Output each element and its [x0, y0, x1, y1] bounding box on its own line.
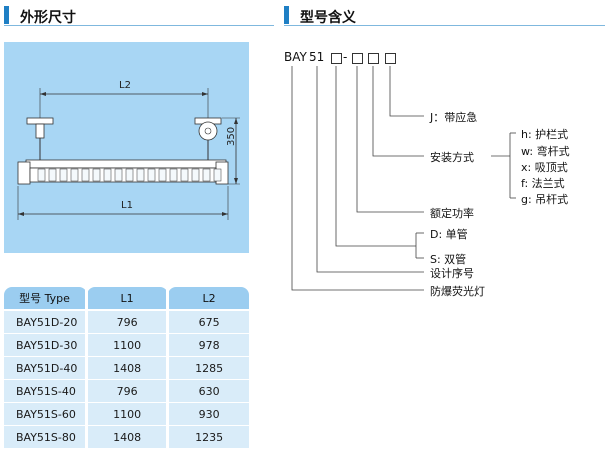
tube-rib — [70, 168, 79, 182]
header-accent-bar — [4, 6, 9, 24]
install-option: h: 护栏式 — [521, 128, 569, 141]
emergency-text: J：带应急 — [430, 111, 478, 124]
l2-label: L2 — [119, 80, 131, 91]
tube-rib — [37, 168, 46, 182]
dimensions-header: 外形尺寸 — [4, 4, 274, 26]
install-option: x: 吸顶式 — [521, 161, 568, 174]
cell-l2: 630 — [166, 379, 249, 403]
cell-l1: 796 — [84, 379, 168, 403]
l1-label: L1 — [121, 200, 133, 211]
model-dash: - — [343, 50, 348, 64]
dimensions-title: 外形尺寸 — [20, 10, 76, 26]
cell-l2: 1235 — [166, 425, 249, 449]
cell-model: BAY51S-40 — [4, 379, 87, 403]
cell-l2: 930 — [166, 402, 249, 426]
tube-rib — [202, 168, 211, 182]
cell-model: BAY51D-30 — [4, 333, 87, 357]
l2-arrow-right — [202, 92, 208, 96]
install-option: f: 法兰式 — [521, 177, 565, 190]
header-l1: L1 — [84, 287, 168, 309]
cell-l2: 1285 — [166, 356, 249, 380]
cell-model: BAY51S-80 — [4, 425, 87, 449]
power-text: 额定功率 — [430, 207, 474, 220]
tube-rib — [114, 168, 123, 182]
cell-l1: 1408 — [84, 425, 168, 449]
header-type: 型号 Type — [4, 287, 87, 309]
l2-arrow-left — [40, 92, 46, 96]
code-box-power — [352, 53, 363, 64]
tube-ribs — [37, 168, 222, 182]
cell-model: BAY51S-60 — [4, 402, 87, 426]
fixture-drawing-svg — [17, 88, 240, 220]
cell-l1: 1100 — [84, 333, 168, 357]
header-divider — [284, 25, 605, 26]
header-accent-bar — [284, 6, 289, 24]
tube-rib — [103, 168, 112, 182]
model-meaning-header: 型号含义 — [284, 4, 605, 26]
cell-l2: 978 — [166, 333, 249, 357]
tube-double-text: S: 双管 — [430, 253, 467, 266]
cell-model: BAY51D-20 — [4, 311, 87, 334]
tube-rib — [180, 168, 189, 182]
product-text: 防爆荧光灯 — [430, 285, 485, 298]
cell-l1: 1100 — [84, 402, 168, 426]
design-text: 设计序号 — [430, 267, 474, 280]
cell-l1: 1408 — [84, 356, 168, 380]
code-box-emergency — [385, 53, 396, 64]
model-meaning-title: 型号含义 — [300, 10, 356, 26]
tube-rib — [213, 168, 222, 182]
model-prefix: BAY — [284, 50, 307, 64]
tube-rib — [48, 168, 57, 182]
tube-rib — [136, 168, 145, 182]
tube-rib — [158, 168, 167, 182]
tube-rib — [169, 168, 178, 182]
install-option: w: 弯杆式 — [521, 145, 570, 158]
cell-l2: 675 — [166, 311, 249, 334]
cell-l1: 796 — [84, 311, 168, 334]
tube-rib — [125, 168, 134, 182]
dimension-drawing: L2 L1 350 — [4, 42, 249, 253]
tube-single-text: D: 单管 — [430, 228, 468, 241]
header-divider — [4, 25, 274, 26]
header-l2: L2 — [166, 287, 249, 309]
code-box-install — [368, 53, 379, 64]
tube-rib — [92, 168, 101, 182]
tube-rib — [81, 168, 90, 182]
install-text: 安装方式 — [430, 151, 474, 164]
tube-rib — [59, 168, 68, 182]
tube-rib — [191, 168, 200, 182]
install-option: g: 吊杆式 — [521, 193, 569, 206]
code-box-tube-type — [331, 53, 342, 64]
tube-rib — [147, 168, 156, 182]
model-number: 51 — [309, 50, 325, 64]
cell-model: BAY51D-40 — [4, 356, 87, 380]
